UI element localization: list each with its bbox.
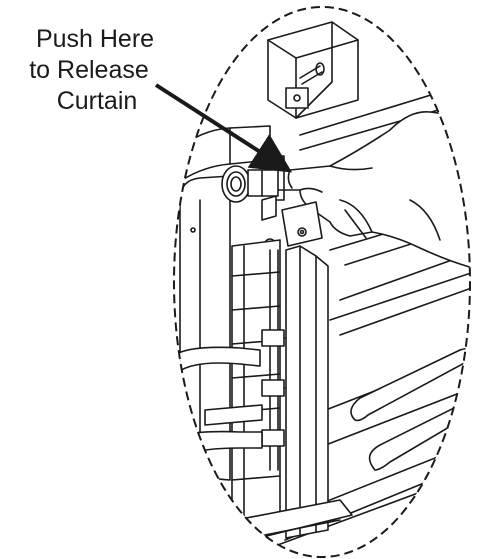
slider-column: [231, 239, 281, 526]
leader-arrow: [154, 83, 293, 173]
guide-slots: [350, 347, 470, 471]
callout-label: Push Here to Release Curtain: [0, 24, 178, 117]
side-rail: [285, 245, 329, 539]
foot-bracket: [209, 499, 353, 541]
callout-line-3: Curtain: [56, 87, 138, 115]
adjustment-screw: [285, 62, 325, 109]
callout-line-2: to Release: [29, 56, 149, 84]
control-rod: [261, 249, 297, 471]
release-knob: [221, 155, 285, 203]
detail-border: [173, 6, 471, 558]
callout-line-1: Push Here: [35, 25, 155, 53]
